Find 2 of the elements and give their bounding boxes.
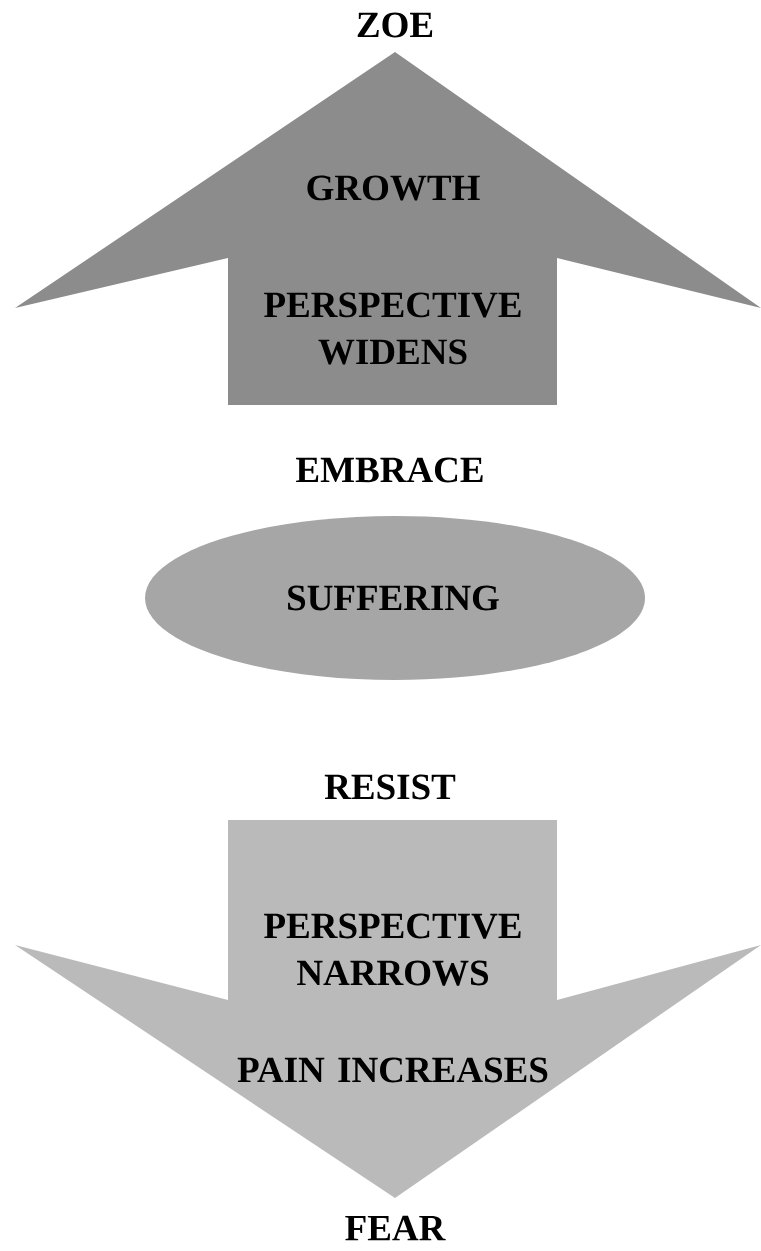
label-text: RESIST [324,774,456,800]
label-text: EMBRACE [296,457,483,483]
